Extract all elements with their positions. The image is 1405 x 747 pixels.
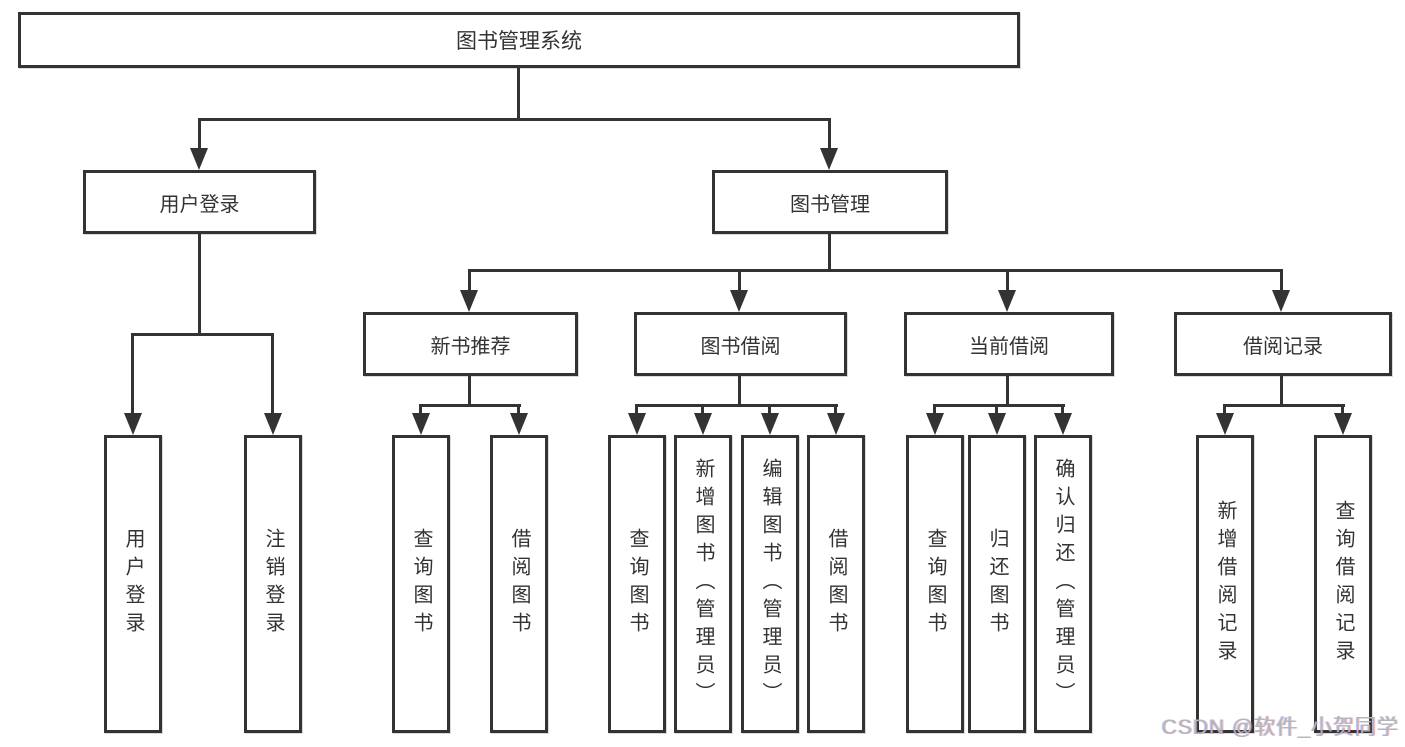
connector-vline xyxy=(131,333,134,415)
leaf-borrowing-edit-books-admin: 编辑图书（管理员） xyxy=(741,435,799,733)
leaf-borrowing-query-books: 查询图书 xyxy=(608,435,666,733)
node-current-borrow: 当前借阅 xyxy=(904,312,1114,376)
connector-vline xyxy=(635,404,638,416)
csdn-watermark: CSDN @软件_小贺同学 xyxy=(1161,716,1399,739)
arrow-down-icon xyxy=(460,290,478,312)
arrow-down-icon xyxy=(694,413,712,435)
node-label: 图书管理系统 xyxy=(456,30,582,53)
arrow-down-icon xyxy=(988,413,1006,435)
connector-vline xyxy=(828,118,831,150)
connector-hline xyxy=(1223,404,1345,407)
node-borrow-records: 借阅记录 xyxy=(1174,312,1392,376)
connector-vline xyxy=(517,404,520,416)
arrow-down-icon xyxy=(264,413,282,435)
leaf-newbooks-borrow-books: 借阅图书 xyxy=(490,435,548,733)
connector-vline xyxy=(419,404,422,416)
connector-vline xyxy=(198,232,201,336)
arrow-down-icon xyxy=(1216,413,1234,435)
leaf-records-add-record: 新增借阅记录 xyxy=(1196,435,1254,733)
connector-vline xyxy=(1223,404,1226,416)
arrow-down-icon xyxy=(1272,290,1290,312)
connector-vline xyxy=(1061,404,1064,416)
arrow-down-icon xyxy=(1054,413,1072,435)
connector-hline xyxy=(635,404,838,407)
arrow-down-icon xyxy=(124,413,142,435)
connector-vline xyxy=(738,374,741,407)
connector-vline xyxy=(834,404,837,416)
node-label: 用户登录 xyxy=(159,193,240,216)
connector-vline xyxy=(995,404,998,416)
node-book-borrow: 图书借阅 xyxy=(634,312,847,376)
arrow-down-icon xyxy=(730,290,748,312)
node-label: 当前借阅 xyxy=(969,335,1049,358)
leaf-current-return-books: 归还图书 xyxy=(968,435,1026,733)
arrow-down-icon xyxy=(820,148,838,170)
connector-vline xyxy=(198,118,201,150)
leaf-logout: 注销登录 xyxy=(244,435,302,733)
leaf-borrowing-borrow-books: 借阅图书 xyxy=(807,435,865,733)
leaf-newbooks-query-books: 查询图书 xyxy=(392,435,450,733)
node-label: 图书管理 xyxy=(790,193,870,216)
arrow-down-icon xyxy=(510,413,528,435)
connector-hline xyxy=(131,333,274,336)
connector-vline xyxy=(271,333,274,415)
arrow-down-icon xyxy=(761,413,779,435)
connector-vline xyxy=(1280,269,1283,293)
connector-vline xyxy=(1006,374,1009,407)
connector-vline xyxy=(1280,374,1283,407)
connector-hline xyxy=(419,404,521,407)
node-label: 图书借阅 xyxy=(700,335,781,358)
arrow-down-icon xyxy=(926,413,944,435)
arrow-down-icon xyxy=(1334,413,1352,435)
node-new-book-recommend: 新书推荐 xyxy=(363,312,578,376)
connector-vline xyxy=(738,269,741,293)
connector-vline xyxy=(468,269,471,293)
connector-hline xyxy=(933,404,1065,407)
arrow-down-icon xyxy=(190,148,208,170)
connector-vline xyxy=(933,404,936,416)
arrow-down-icon xyxy=(827,413,845,435)
connector-vline xyxy=(701,404,704,416)
leaf-current-query-books: 查询图书 xyxy=(906,435,964,733)
node-label: 新书推荐 xyxy=(430,335,511,358)
connector-vline xyxy=(1341,404,1344,416)
leaf-records-query-record: 查询借阅记录 xyxy=(1314,435,1372,733)
leaf-user-login: 用户登录 xyxy=(104,435,162,733)
connector-vline xyxy=(828,232,831,272)
connector-vline xyxy=(768,404,771,416)
arrow-down-icon xyxy=(412,413,430,435)
node-user-login: 用户登录 xyxy=(83,170,316,234)
node-library-system: 图书管理系统 xyxy=(18,12,1020,68)
connector-vline xyxy=(1006,269,1009,293)
connector-hline xyxy=(198,118,831,121)
node-label: 借阅记录 xyxy=(1243,335,1323,358)
node-book-management: 图书管理 xyxy=(712,170,948,234)
connector-hline xyxy=(468,269,1283,272)
leaf-current-confirm-return-admin: 确认归还（管理员） xyxy=(1034,435,1092,733)
connector-vline xyxy=(468,374,471,407)
connector-vline xyxy=(517,66,520,120)
arrow-down-icon xyxy=(998,290,1016,312)
leaf-borrowing-add-books-admin: 新增图书（管理员） xyxy=(674,435,732,733)
arrow-down-icon xyxy=(628,413,646,435)
